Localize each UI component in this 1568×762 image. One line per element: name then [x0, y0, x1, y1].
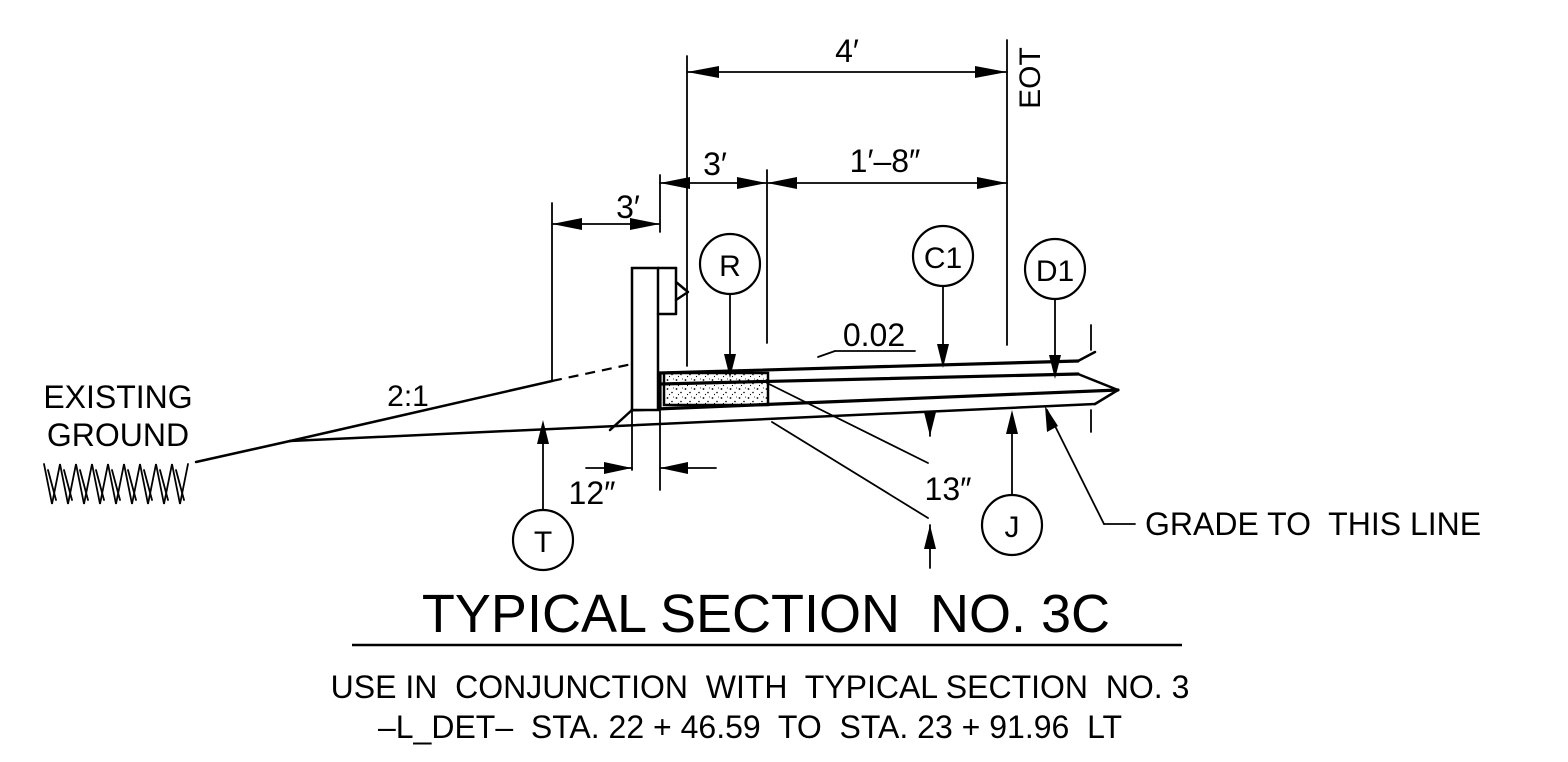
- guardrail-post: [630, 266, 690, 491]
- slope-label: 2:1: [387, 380, 429, 413]
- callout-C1: C1: [911, 224, 975, 368]
- grade-note: GRADE TO THIS LINE: [1045, 406, 1481, 542]
- dimension-12in-label: 12″: [569, 475, 616, 511]
- cross-slope-label: 0.02: [843, 317, 905, 353]
- callout-J: J: [980, 410, 1044, 557]
- callout-R-label: R: [719, 250, 741, 283]
- dimension-3ft-mid-label: 3′: [703, 146, 727, 182]
- ground-hatch: [43, 463, 189, 505]
- callout-R: R: [698, 232, 762, 378]
- dimension-1ft-8in-label: 1′–8″: [850, 143, 921, 179]
- dimension-13in-label: 13″: [925, 471, 972, 507]
- existing-ground-label-1: EXISTING: [43, 379, 192, 415]
- grade-note-label: GRADE TO THIS LINE: [1145, 506, 1481, 542]
- shoulder-stipple-block: [662, 371, 770, 407]
- callout-T: T: [511, 420, 575, 572]
- dimension-12in: 12″: [569, 462, 717, 511]
- pavement-edge-top: [1076, 350, 1097, 363]
- callout-J-label: J: [1005, 511, 1020, 544]
- pavement-edge-bottom: [1093, 388, 1120, 406]
- eot-label: EOT: [1014, 47, 1047, 109]
- subtitle-line-1: USE IN CONJUNCTION WITH TYPICAL SECTION …: [331, 669, 1190, 705]
- existing-ground-symbol: EXISTING GROUND: [43, 379, 193, 505]
- existing-ground-label-2: GROUND: [47, 417, 189, 453]
- grade-line: [288, 402, 1097, 443]
- dimension-3ft-mid: 3′: [659, 146, 768, 189]
- callout-D1: D1: [1023, 237, 1087, 379]
- pavement-edge-mid: [1076, 372, 1120, 392]
- pavement-layer-2: [630, 388, 1120, 412]
- dimension-3ft-left: 3′: [551, 189, 661, 230]
- section-title: TYPICAL SECTION NO. 3C: [422, 584, 1110, 644]
- dimension-4ft: 4′: [686, 33, 1008, 78]
- cross-slope-indicator: 0.02: [817, 317, 916, 358]
- subtitle-line-2: –L_DET– STA. 22 + 46.59 TO STA. 23 + 91.…: [378, 709, 1122, 745]
- slope-line: [288, 379, 554, 443]
- callout-T-label: T: [534, 526, 552, 559]
- callout-D1-label: D1: [1036, 255, 1074, 288]
- pavement-surface: [658, 359, 1080, 375]
- slope-projection-dashed: [551, 362, 633, 383]
- existing-ground-line: [194, 439, 292, 464]
- subgrade-left-taper: [608, 408, 634, 432]
- dimension-4ft-label: 4′: [835, 33, 859, 69]
- dimension-13in: 13″: [766, 382, 972, 569]
- dimension-1ft-8in: 1′–8″: [766, 143, 1008, 189]
- extension-lines: [551, 39, 1008, 381]
- dimension-3ft-left-label: 3′: [616, 189, 640, 225]
- callout-C1-label: C1: [924, 242, 962, 275]
